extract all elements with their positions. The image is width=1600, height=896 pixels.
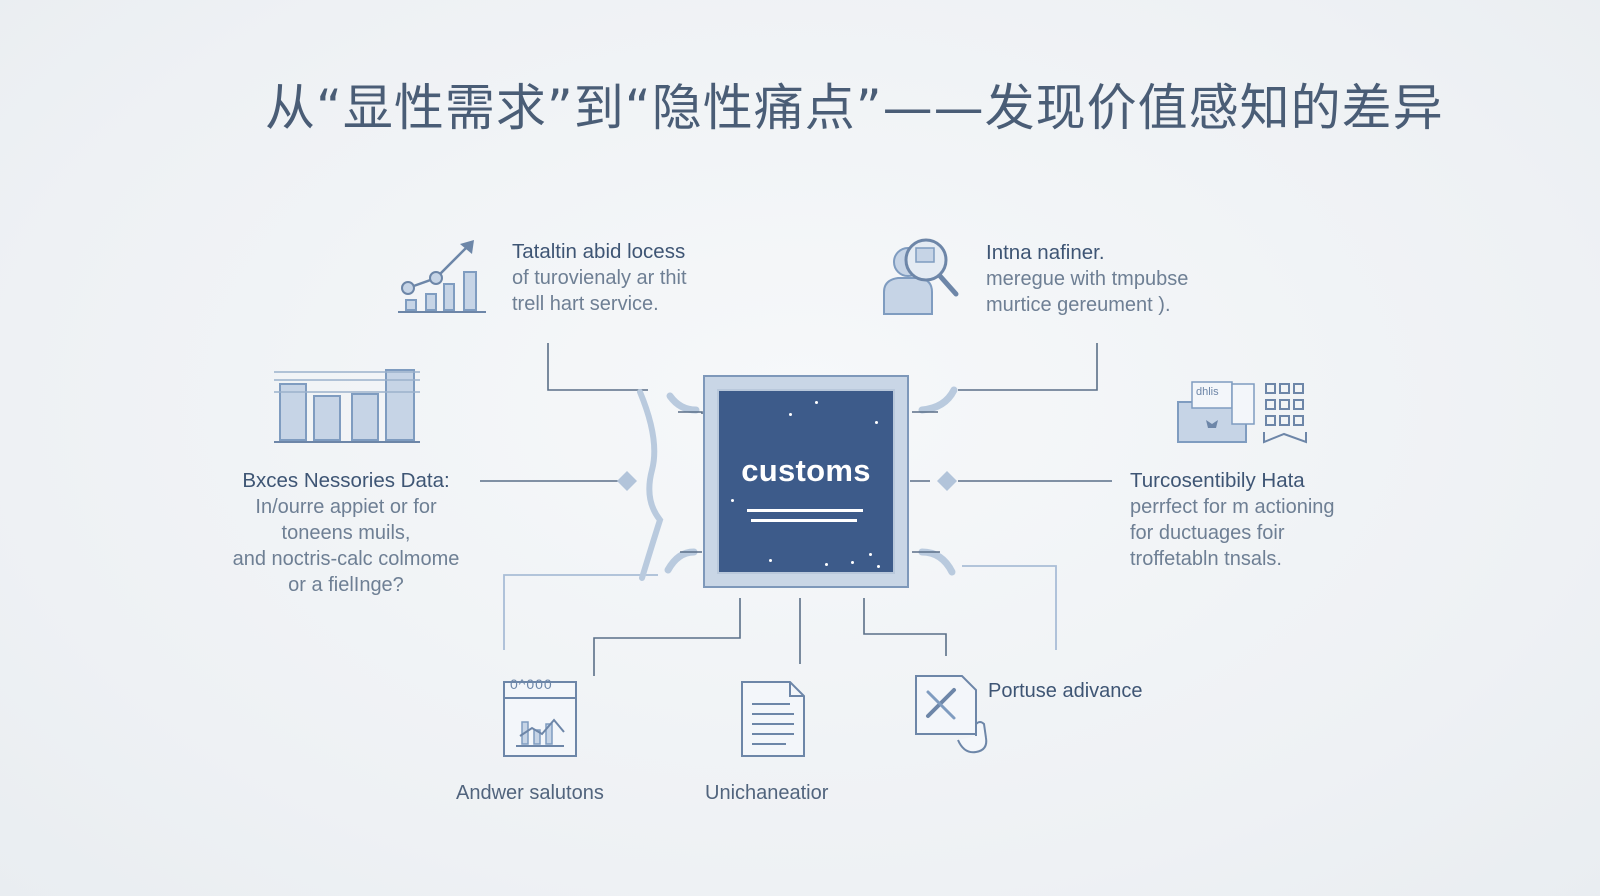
folder-label: dhlis <box>1196 386 1219 398</box>
bar-chart-icon <box>274 369 420 443</box>
node-mid-left-heading: Bxces Nessories Data: <box>242 469 450 492</box>
page-title: 从“显性需求”到“隐性痛点”——发现价值感知的差异 <box>265 79 1444 137</box>
star <box>875 421 878 424</box>
star <box>825 563 828 566</box>
node-mid-right-heading: Turcosentibily Hata <box>1130 469 1305 492</box>
connector-bottom-right <box>863 598 947 656</box>
connector-bottom-left-inner <box>593 598 741 676</box>
hook-top-left <box>666 392 700 414</box>
node-bottom-right-label: Portuse adivance <box>988 680 1143 702</box>
center-rule-1 <box>747 509 863 512</box>
node-top-right-line: murtice gereument ). <box>986 294 1171 316</box>
connector-bottom-right-outer <box>962 565 1057 650</box>
node-top-left-text: Tataltin abid locess of turovienaly ar t… <box>512 239 687 317</box>
folder-grid-icon: dhlis <box>1176 378 1316 448</box>
node-top-left-line: trell hart service. <box>512 293 659 315</box>
node-mid-left-text: Bxces Nessories Data: In/ourre appiet or… <box>216 468 476 598</box>
connector-top-left <box>547 343 648 391</box>
node-top-left-heading: Tataltin abid locess <box>512 240 686 263</box>
star <box>769 559 772 562</box>
connector-bottom-left-outer <box>503 574 658 650</box>
node-top-right-heading: Intna nafiner. <box>986 241 1105 264</box>
center-label: customs <box>741 453 871 488</box>
center-screen: customs <box>717 389 895 574</box>
node-bottom-left-label: Andwer salutons <box>456 782 604 804</box>
node-top-right-line: meregue with tmpubse <box>986 268 1189 290</box>
star <box>731 499 734 502</box>
star <box>789 413 792 416</box>
calendar-label: 0^000 <box>510 676 553 692</box>
node-mid-left-line: or a fielInge? <box>288 574 404 596</box>
calendar-chart-icon: 0^000 <box>502 676 578 758</box>
diamond-left <box>617 471 637 491</box>
star <box>869 553 872 556</box>
star <box>851 561 854 564</box>
node-top-left-line: of turovienaly ar thit <box>512 267 687 289</box>
node-mid-left-line: toneens muils, <box>281 522 411 544</box>
hook-bottom-right <box>918 548 956 576</box>
diamond-right <box>937 471 957 491</box>
document-icon <box>741 681 805 757</box>
node-mid-right-text: Turcosentibily Hata perrfect for m actio… <box>1130 468 1335 572</box>
person-magnifier-icon <box>883 238 959 315</box>
node-mid-right-line: perrfect for m actioning <box>1130 496 1335 518</box>
center-rule-2 <box>751 519 857 522</box>
node-mid-right-line: troffetabln tnsals. <box>1130 548 1282 570</box>
edit-document-hand-icon <box>915 675 988 754</box>
node-mid-left-line: In/ourre appiet or for <box>255 496 437 518</box>
star <box>877 565 880 568</box>
connector-top-right <box>958 343 1098 391</box>
star <box>815 401 818 404</box>
node-mid-right-line: for ductuages foir <box>1130 522 1285 544</box>
growth-chart-icon <box>398 240 486 313</box>
hook-top-right <box>918 386 958 414</box>
node-bottom-center-label: Unichaneatior <box>705 782 829 804</box>
bracket-left <box>637 389 664 581</box>
center-box: customs <box>703 375 909 588</box>
node-mid-left-line: and noctris-calc colmome <box>232 548 460 570</box>
hook-bottom-left <box>664 548 698 574</box>
node-top-right-text: Intna nafiner. meregue with tmpubse murt… <box>986 240 1188 318</box>
